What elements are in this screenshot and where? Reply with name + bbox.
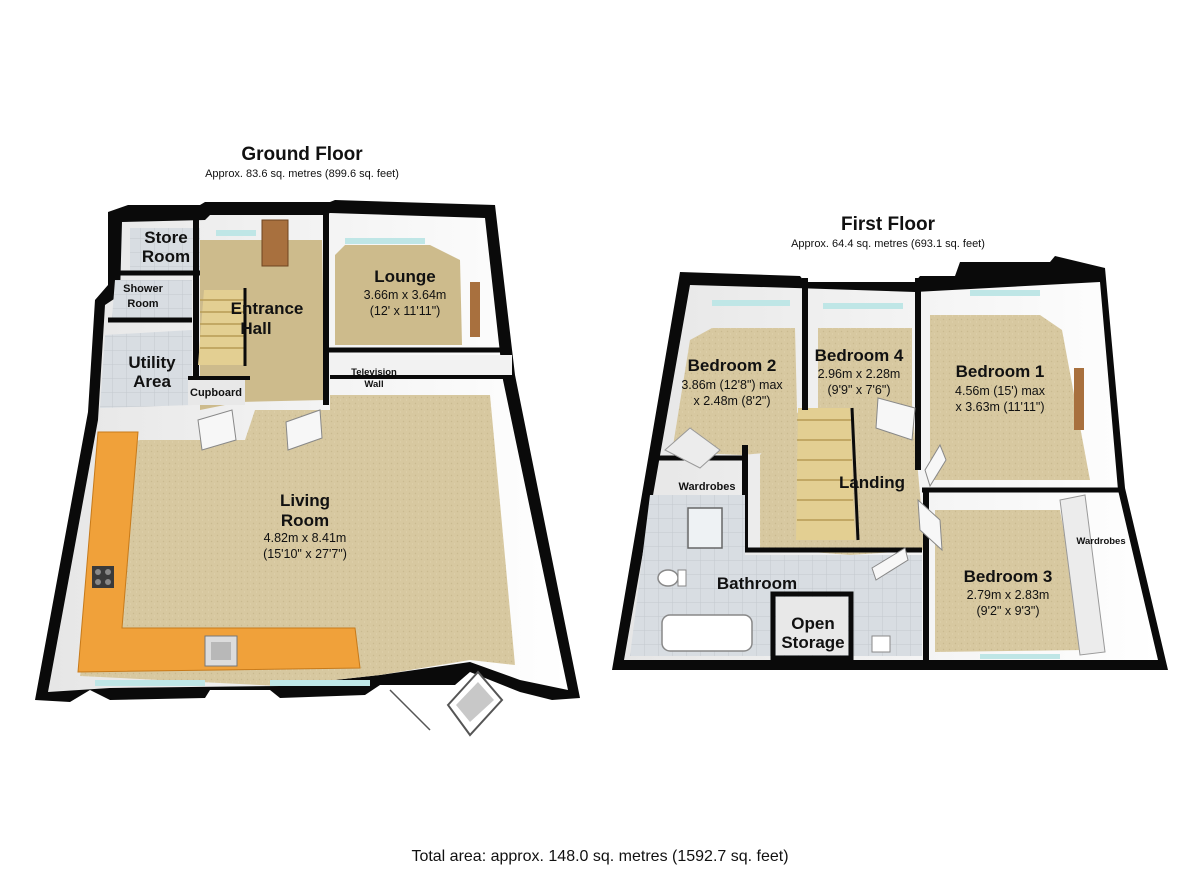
cupboard-floor [188, 378, 245, 405]
entrance-hall-label-2: Hall [240, 319, 271, 338]
bedroom-4-dims-2: (9'9" x 7'6") [828, 383, 891, 397]
patio-door[interactable] [389, 670, 504, 737]
lounge-window [345, 238, 425, 244]
first-floor-labels: First Floor Approx. 64.4 sq. metres (693… [678, 214, 1125, 652]
cupboard-label: Cupboard [190, 387, 242, 399]
lounge-dims-imperial: (12' x 11'11") [370, 304, 441, 318]
ground-floor-area: Approx. 83.6 sq. metres (899.6 sq. feet) [205, 168, 399, 180]
store-room-label-1: Store [144, 228, 187, 247]
open-storage-label-1: Open [791, 614, 834, 633]
bedroom-3-label: Bedroom 3 [964, 567, 1053, 586]
basin-icon [871, 635, 891, 653]
living-room-floor [80, 395, 515, 686]
bedroom-4-floor [818, 328, 912, 420]
bathroom-door[interactable] [871, 547, 909, 581]
shower-enclosure [687, 507, 723, 549]
ground-floor-title: Ground Floor [241, 144, 363, 165]
bath-icon [661, 614, 753, 652]
lounge-floor [335, 245, 462, 345]
wardrobes-left-unit [664, 427, 721, 469]
toilet-icon [657, 569, 679, 587]
open-storage-label-2: Storage [781, 633, 844, 652]
bedroom-2-dims-1: 3.86m (12'8") max [681, 378, 783, 392]
hob-icon [92, 566, 114, 588]
bedroom-1-label: Bedroom 1 [956, 362, 1045, 381]
landing-label: Landing [839, 473, 905, 492]
bedroom-2-dims-2: x 2.48m (8'2") [694, 394, 771, 408]
bedroom-1-headboard [1074, 368, 1084, 430]
utility-area-label-1: Utility [128, 353, 176, 372]
open-storage-floor [776, 597, 848, 655]
store-room-floor [130, 228, 200, 272]
wardrobes-right-label: Wardrobes [1076, 536, 1125, 547]
shower-room-label-1: Shower [123, 283, 163, 295]
bedroom-1-dims-2: x 3.63m (11'11") [955, 400, 1044, 414]
first-floor-staircase [796, 407, 860, 541]
ground-staircase [198, 288, 247, 366]
bedroom-2-label: Bedroom 2 [688, 356, 777, 375]
shower-room-floor [112, 280, 192, 318]
utility-area-label-2: Area [133, 372, 171, 391]
television-wall-label-2: Wall [364, 379, 383, 390]
total-area-text: Total area: approx. 148.0 sq. metres (15… [411, 848, 789, 865]
kitchen-counter [77, 431, 361, 673]
first-floor-title: First Floor [841, 214, 936, 235]
ground-floor [35, 200, 580, 737]
television-wall [330, 355, 512, 377]
lounge-label: Lounge [374, 267, 435, 286]
lounge-dims-metric: 3.66m x 3.64m [364, 288, 447, 302]
entrance-hall-floor [200, 240, 325, 410]
bedroom-4-label: Bedroom 4 [815, 346, 904, 365]
first-floor-area: Approx. 64.4 sq. metres (693.1 sq. feet) [791, 238, 985, 250]
entrance-hall-label-1: Entrance [231, 299, 304, 318]
television-wall-label-1: Television [351, 367, 397, 378]
wardrobes-right-unit [1059, 494, 1106, 656]
wardrobes-left-label: Wardrobes [678, 481, 735, 493]
bedroom-2-floor [672, 328, 798, 455]
hall-window [216, 230, 256, 236]
bedroom-1-dims-1: 4.56m (15') max [955, 384, 1046, 398]
bedroom-4-door[interactable] [875, 397, 916, 441]
utility-area-floor [100, 330, 192, 408]
bedroom-3-dims-2: (9'2" x 9'3") [977, 604, 1040, 618]
living-room-dims-imperial: (15'10" x 27'7") [263, 547, 347, 561]
bedroom-3-door[interactable] [917, 498, 943, 552]
shower-room-label-2: Room [127, 298, 158, 310]
living-room-door-right[interactable] [285, 409, 323, 451]
bedroom-1-floor [930, 315, 1090, 480]
living-room-label-2: Room [281, 511, 329, 530]
bedroom-1-door[interactable] [924, 443, 947, 488]
first-floor [612, 256, 1168, 670]
bathroom-label: Bathroom [717, 574, 797, 593]
bedroom-3-floor [935, 510, 1085, 652]
front-door[interactable] [261, 219, 289, 267]
ground-floor-labels: Ground Floor Approx. 83.6 sq. metres (89… [123, 144, 446, 561]
living-room-dims-metric: 4.82m x 8.41m [264, 531, 347, 545]
living-room-door-left[interactable] [197, 409, 237, 451]
bedroom-3-dims-1: 2.79m x 2.83m [967, 588, 1050, 602]
store-room-label-2: Room [142, 247, 190, 266]
living-room-label-1: Living [280, 491, 330, 510]
bedroom-4-dims-1: 2.96m x 2.28m [818, 367, 901, 381]
lounge-fireplace [470, 282, 480, 337]
